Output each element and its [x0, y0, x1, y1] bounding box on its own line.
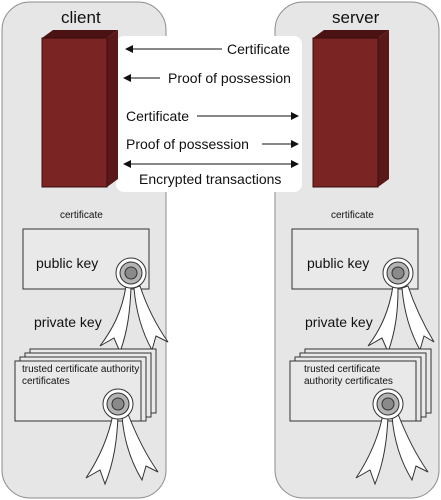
message-encrypted-transactions: Encrypted transactions — [139, 171, 282, 187]
server-certificate-caption: certificate — [331, 210, 374, 221]
message-proof-to-server: Proof of possession — [126, 136, 249, 152]
message-certificate-to-client: Certificate — [227, 41, 291, 57]
server-certificate-ribbon-icon — [367, 285, 435, 354]
message-certificate-to-server: Certificate — [126, 108, 190, 124]
client-certificate-seal-icon — [115, 257, 147, 289]
server-certificate-seal-icon — [382, 257, 414, 289]
client-ca-seal-icon — [102, 388, 134, 420]
client-public-key: public key — [36, 255, 99, 271]
server-title: server — [332, 8, 380, 27]
server-public-key: public key — [307, 255, 370, 271]
message-proof-to-client: Proof of possession — [168, 70, 291, 86]
server-computer-icon — [312, 30, 389, 188]
client-ca-ribbon-icon — [85, 413, 159, 486]
server-ca-seal-icon — [372, 388, 404, 420]
client-certificate-ribbon-icon — [99, 285, 169, 354]
client-title: client — [61, 8, 101, 27]
client-trusted-ca: trusted certificate authority certificat… — [22, 364, 140, 387]
client-certificate-caption: certificate — [60, 210, 103, 221]
message-area — [116, 36, 302, 192]
server-private-key: private key — [305, 314, 373, 330]
client-private-key: private key — [34, 314, 102, 330]
server-trusted-ca: trusted certificate authority certificat… — [304, 364, 393, 387]
client-computer-icon — [41, 30, 118, 188]
server-ca-ribbon-icon — [355, 413, 429, 486]
